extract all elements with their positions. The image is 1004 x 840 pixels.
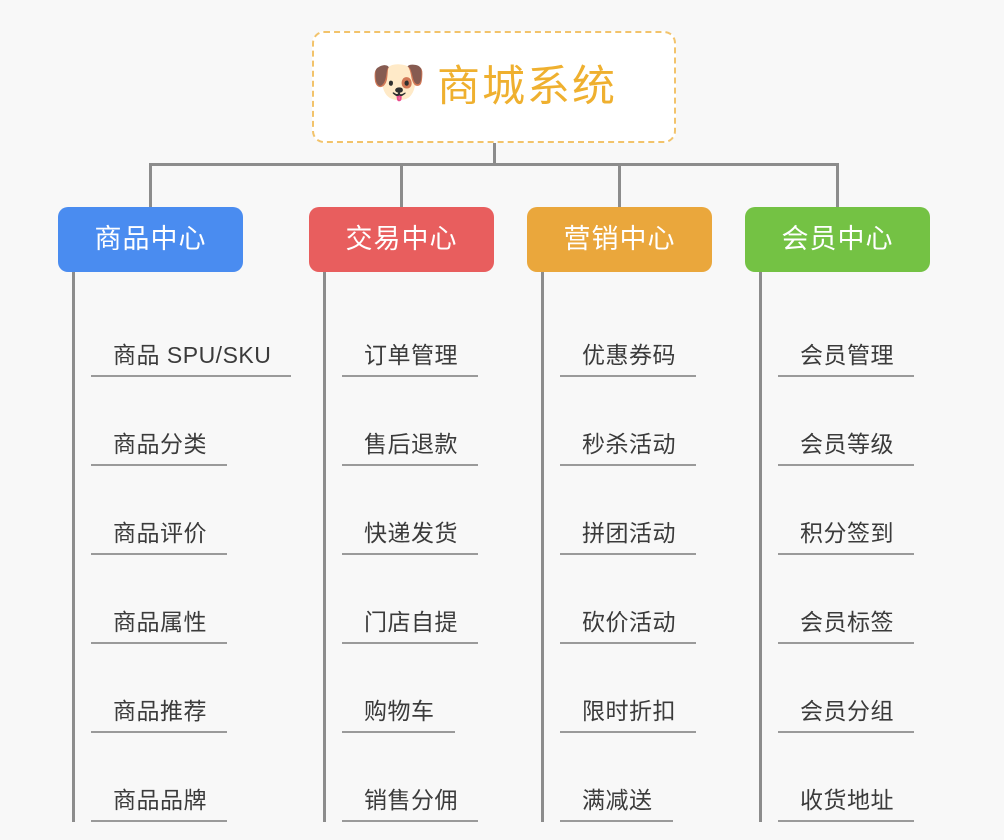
list-item[interactable]: 售后退款 [342,377,529,466]
list-item[interactable]: 满减送 [560,733,747,822]
branch-column-3: 会员中心 会员管理 会员等级 积分签到 会员标签 会员分组 收货地址 [745,207,965,822]
list-item-label: 满减送 [582,786,653,813]
list-item-label: 商品属性 [113,608,207,635]
connector-drop-2 [618,163,621,208]
list-item-label: 门店自提 [364,608,458,635]
list-item[interactable]: 砍价活动 [560,555,747,644]
root-title: 商城系统 [437,62,617,111]
branch-header-2[interactable]: 营销中心 [527,207,712,272]
branch-items-3: 会员管理 会员等级 积分签到 会员标签 会员分组 收货地址 [759,272,965,822]
list-item-label: 会员等级 [800,430,894,457]
list-item[interactable]: 限时折扣 [560,644,747,733]
connector-root-stem [493,143,496,165]
list-item-label: 积分签到 [800,519,894,546]
list-item[interactable]: 拼团活动 [560,466,747,555]
branch-label-1: 交易中心 [345,224,458,254]
list-item-label: 售后退款 [364,430,458,457]
list-item[interactable]: 会员等级 [778,377,965,466]
list-item-label: 商品评价 [113,519,207,546]
list-item[interactable]: 积分签到 [778,466,965,555]
connector-drop-0 [149,163,152,208]
list-item[interactable]: 会员管理 [778,288,965,377]
list-item[interactable]: 商品品牌 [91,733,308,822]
list-item-label: 优惠券码 [582,341,676,368]
list-item-label: 收货地址 [800,786,894,813]
list-item[interactable]: 会员标签 [778,555,965,644]
list-item[interactable]: 秒杀活动 [560,377,747,466]
list-item[interactable]: 收货地址 [778,733,965,822]
list-item-label: 会员分组 [800,697,894,724]
list-item-label: 商品分类 [113,430,207,457]
branch-items-2: 优惠券码 秒杀活动 拼团活动 砍价活动 限时折扣 满减送 [541,272,747,822]
branch-header-1[interactable]: 交易中心 [309,207,494,272]
list-item-label: 会员标签 [800,608,894,635]
list-item[interactable]: 订单管理 [342,288,529,377]
dog-face-icon: 🐶 [371,58,426,107]
list-item[interactable]: 商品 SPU/SKU [91,288,308,377]
branch-columns: 商品中心 商品 SPU/SKU 商品分类 商品评价 商品属性 商品推荐 商品品牌… [0,207,1004,840]
list-item[interactable]: 会员分组 [778,644,965,733]
list-item[interactable]: 商品推荐 [91,644,308,733]
list-item-label: 商品品牌 [113,786,207,813]
branch-label-2: 营销中心 [563,224,676,254]
list-item-label: 砍价活动 [582,608,676,635]
list-item[interactable]: 商品属性 [91,555,308,644]
list-item[interactable]: 商品评价 [91,466,308,555]
branch-label-3: 会员中心 [781,224,894,254]
list-item-label: 商品推荐 [113,697,207,724]
branch-items-1: 订单管理 售后退款 快递发货 门店自提 购物车 销售分佣 [323,272,529,822]
branch-column-1: 交易中心 订单管理 售后退款 快递发货 门店自提 购物车 销售分佣 [309,207,529,822]
list-item[interactable]: 门店自提 [342,555,529,644]
list-item-label: 销售分佣 [364,786,458,813]
list-item-label: 会员管理 [800,341,894,368]
list-item-label: 订单管理 [364,341,458,368]
list-item-label: 限时折扣 [582,697,676,724]
list-item-label: 购物车 [364,697,435,724]
list-item-label: 拼团活动 [582,519,676,546]
list-item[interactable]: 销售分佣 [342,733,529,822]
list-item-label: 商品 SPU/SKU [113,341,272,368]
list-item[interactable]: 优惠券码 [560,288,747,377]
branch-header-3[interactable]: 会员中心 [745,207,930,272]
list-item[interactable]: 快递发货 [342,466,529,555]
connector-drop-3 [836,163,839,208]
root-node[interactable]: 🐶 商城系统 [312,31,676,143]
branch-label-0: 商品中心 [94,224,207,254]
list-item-label: 秒杀活动 [582,430,676,457]
list-item[interactable]: 商品分类 [91,377,308,466]
branch-column-0: 商品中心 商品 SPU/SKU 商品分类 商品评价 商品属性 商品推荐 商品品牌 [58,207,308,822]
list-item[interactable]: 购物车 [342,644,529,733]
branch-items-0: 商品 SPU/SKU 商品分类 商品评价 商品属性 商品推荐 商品品牌 [72,272,308,822]
connector-drop-1 [400,163,403,208]
list-item-label: 快递发货 [364,519,458,546]
branch-header-0[interactable]: 商品中心 [58,207,243,272]
branch-column-2: 营销中心 优惠券码 秒杀活动 拼团活动 砍价活动 限时折扣 满减送 [527,207,747,822]
connector-horizontal-bus [149,163,839,166]
